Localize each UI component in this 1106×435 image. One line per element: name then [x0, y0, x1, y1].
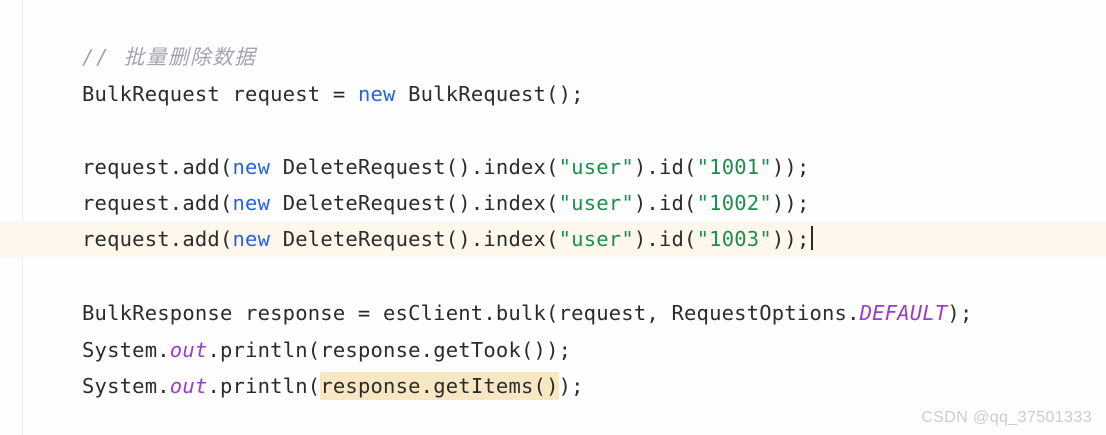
code-token-keyword: new: [232, 155, 271, 179]
code-line[interactable]: request.add(new DeleteRequest().index("u…: [82, 186, 810, 221]
code-token-static: DEFAULT: [859, 301, 948, 325]
code-token-plain: );: [947, 301, 973, 325]
gutter-divider: [22, 0, 23, 435]
code-token-plain: .println(response.getTook());: [207, 338, 572, 362]
code-token-string: "user": [558, 191, 634, 215]
code-token-plain: ));: [771, 155, 810, 179]
code-token-plain: DeleteRequest().index(: [270, 227, 559, 251]
code-token-plain: request.add(: [82, 227, 233, 251]
code-token-plain: System.: [82, 374, 170, 398]
code-token-plain: ).id(: [633, 191, 697, 215]
code-line[interactable]: request.add(new DeleteRequest().index("u…: [82, 150, 810, 185]
editor-gutter: [0, 0, 22, 435]
code-token-plain: request.add(: [82, 191, 233, 215]
code-token-plain: System.: [82, 338, 170, 362]
code-line[interactable]: BulkResponse response = esClient.bulk(re…: [82, 296, 973, 331]
code-token-keyword: new: [357, 82, 396, 106]
code-token-plain: BulkRequest();: [395, 82, 584, 106]
csdn-watermark: CSDN @qq_37501333: [921, 409, 1092, 426]
code-token-plain: .println(: [207, 374, 321, 398]
code-token-string: "1002": [696, 191, 772, 215]
code-token-plain: request.add(: [82, 155, 233, 179]
code-token-plain: BulkRequest request =: [82, 82, 358, 106]
code-line[interactable]: // 批量删除数据: [82, 40, 256, 75]
code-token-plain: DeleteRequest().index(: [270, 191, 559, 215]
code-line[interactable]: System.out.println(response.getItems());: [82, 369, 584, 404]
code-token-string: "user": [558, 155, 634, 179]
code-token-plain: ).id(: [633, 155, 697, 179]
code-token-plain: ));: [771, 227, 810, 251]
code-token-static: out: [169, 374, 208, 398]
code-token-static: out: [169, 338, 208, 362]
code-token-plain: BulkResponse response = esClient.bulk(re…: [82, 301, 860, 325]
code-token-plain: );: [558, 374, 584, 398]
code-token-string: "1001": [696, 155, 772, 179]
current-line-highlight: [0, 222, 1106, 257]
code-token-string: "user": [558, 227, 634, 251]
code-line[interactable]: System.out.println(response.getTook());: [82, 333, 571, 368]
code-token-keyword: new: [232, 191, 271, 215]
code-token-comment: // 批量删除数据: [82, 45, 257, 69]
code-token-string: "1003": [696, 227, 772, 251]
code-token-plain: ));: [771, 191, 810, 215]
code-token-keyword: new: [232, 227, 271, 251]
code-line[interactable]: BulkRequest request = new BulkRequest();: [82, 77, 584, 112]
text-caret: [810, 226, 813, 250]
code-token-plain: ).id(: [633, 227, 697, 251]
code-token-highlight: response.getItems(): [320, 372, 559, 400]
code-token-plain: DeleteRequest().index(: [270, 155, 559, 179]
code-line[interactable]: request.add(new DeleteRequest().index("u…: [82, 222, 813, 257]
